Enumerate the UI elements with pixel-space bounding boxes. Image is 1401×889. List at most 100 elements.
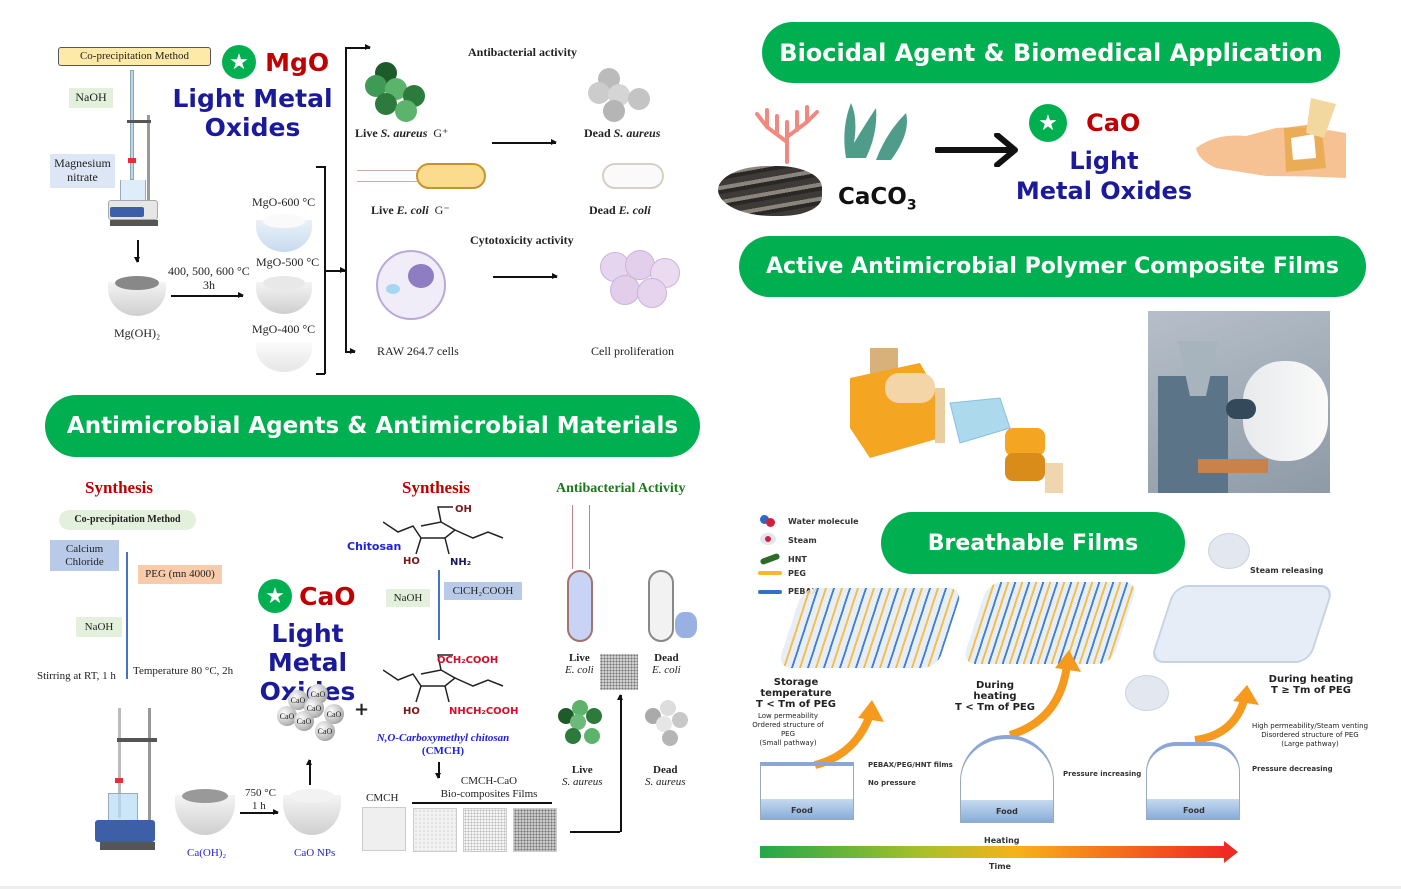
cmch-arrow xyxy=(435,762,441,779)
legend-steam: Steam xyxy=(788,536,817,545)
mgo-oxide-name: MgO xyxy=(265,47,330,77)
dead-saureus-label-2: Dead S. aureus xyxy=(645,764,686,789)
calc-line2: 1 h xyxy=(252,800,266,812)
process-line xyxy=(126,552,128,679)
oh-label: OH xyxy=(455,504,472,515)
feed-line-h xyxy=(570,831,620,833)
mgo-product-500: MgO-500 °C xyxy=(256,255,320,269)
antimicrobial-banner: Antimicrobial Agents & Antimicrobial Mat… xyxy=(45,395,700,457)
heating-label: Heating xyxy=(984,836,1020,845)
bracket-line xyxy=(324,166,326,374)
chitosan-process-line xyxy=(438,570,440,640)
live-ecoli-icon xyxy=(567,570,593,642)
film-cmch-label: CMCH xyxy=(366,792,399,804)
mgo-400-bowl-icon xyxy=(256,342,312,372)
steam-cloud-icon xyxy=(1208,533,1250,569)
dead-ecoli-icon xyxy=(602,163,664,189)
synthesis-heading-1: Synthesis xyxy=(85,478,154,497)
cell-arrow xyxy=(493,273,558,279)
peg-icon xyxy=(758,571,782,575)
stage3-notes: High permeability/Steam venting Disorder… xyxy=(1251,722,1369,749)
legend-peg: PEG xyxy=(788,569,806,578)
cao-nps-bowl-icon xyxy=(283,789,341,835)
hnt-icon xyxy=(759,552,781,566)
mgo-title-line1: Light Metal xyxy=(172,84,333,113)
coral-icon xyxy=(752,102,822,164)
mgo-cells-label: RAW 264.7 cells xyxy=(377,344,459,358)
och2cooh-label: OCH₂COOH xyxy=(437,655,499,666)
mgo-live-saureus-label: Live S. aureus G⁺ xyxy=(355,126,449,140)
film-sample-center xyxy=(600,654,638,690)
film-sample-1 xyxy=(413,808,457,852)
mgo-intermediate-label: Mg(OH)₂ xyxy=(114,326,161,340)
stage2-title: During heating T < Tm of PEG xyxy=(955,680,1035,713)
time-label: Time xyxy=(989,862,1011,871)
chitosan-structure-icon: OH xyxy=(382,502,513,568)
bottom-border xyxy=(0,886,1401,889)
seaweed-icon xyxy=(836,98,916,162)
mgo-product-400: MgO-400 °C xyxy=(252,322,316,336)
stage1-title: Storage temperature T < Tm of PEG xyxy=(756,677,836,710)
cao-nps-label: CaO NPs xyxy=(294,847,336,859)
mgo-title: Light Metal Oxides xyxy=(170,84,335,143)
extruder-machine-icon xyxy=(840,318,1080,498)
films-banner: Active Antimicrobial Polymer Composite F… xyxy=(739,236,1366,297)
mgo-oxide-heading: ★ MgO xyxy=(222,45,329,79)
feed-line-v xyxy=(617,694,623,832)
mgo-naoh-label: NaOH xyxy=(69,88,113,108)
raw-cell-icon xyxy=(376,250,446,320)
pressure-decreasing-label: Pressure decreasing xyxy=(1252,765,1333,773)
wound-dressing-hand-icon xyxy=(1196,98,1348,194)
film-range-arrow xyxy=(412,802,552,804)
arrow-head-icon xyxy=(1224,841,1238,863)
mgo-title-line2: Oxides xyxy=(204,112,301,142)
bracket-bottom xyxy=(316,373,325,375)
live-saureus-label-2: Live S. aureus xyxy=(562,764,603,789)
film-plate-ordered xyxy=(777,588,963,668)
right-arrow xyxy=(171,292,244,298)
dead-ecoli-label-2: Dead E. coli xyxy=(652,652,681,677)
cmch-label: N,O-Carboxymethyl chitosan (CMCH) xyxy=(376,732,510,758)
cao-method-label: Co-precipitation Method xyxy=(59,510,196,530)
dead-ecoli-icon xyxy=(648,570,674,642)
cmch-structure-icon xyxy=(382,650,513,716)
star-icon: ★ xyxy=(222,45,256,79)
no-pressure-label: No pressure xyxy=(868,779,916,787)
synthesis-heading-2: Synthesis xyxy=(402,478,471,497)
film-plate-disordered xyxy=(1149,585,1335,663)
cao-oxide-heading-biocidal: ★ CaO xyxy=(1029,104,1140,142)
film-roll-machine-icon xyxy=(1148,311,1330,493)
ho-label: HO xyxy=(403,556,420,567)
activity-heading: Antibacterial Activity xyxy=(556,481,686,496)
cao-oxide-heading: ★ CaO xyxy=(258,579,356,613)
biocidal-title: Light Metal Oxides xyxy=(1015,147,1193,205)
biocidal-banner: Biocidal Agent & Biomedical Application xyxy=(762,22,1340,83)
cao-title: Light Metal Oxides xyxy=(260,619,356,705)
pressure-increasing-label: Pressure increasing xyxy=(1063,770,1142,778)
caoh2-label: Ca(OH)₂ xyxy=(187,847,227,859)
branch-line xyxy=(345,47,347,352)
calc-line1: 750 °C xyxy=(245,787,276,799)
caco3-label: CaCO3 xyxy=(838,184,917,214)
caoh2-bowl-icon xyxy=(175,789,235,835)
orange-arrow-icon xyxy=(1190,685,1270,749)
calc-arrow xyxy=(240,809,279,815)
live-ecoli-label-2: Live E. coli xyxy=(565,652,594,677)
mgoh2-bowl-icon xyxy=(108,276,166,316)
branch-bottom-arrow xyxy=(345,348,356,354)
nh2-label: NH₂ xyxy=(450,557,472,568)
steam-icon xyxy=(760,533,776,545)
mgo-live-ecoli-label: Live E. coli G⁻ xyxy=(371,203,450,217)
bracket-arrow xyxy=(325,267,346,273)
chitosan-label: Chitosan xyxy=(347,540,402,553)
mgo-dead-ecoli-label: Dead E. coli xyxy=(589,203,651,217)
steam-releasing-label: Steam releasing xyxy=(1250,566,1324,575)
legend-water: Water molecule xyxy=(788,517,859,526)
legend-hnt: HNT xyxy=(788,555,807,564)
mgo-method-label: Co-precipitation Method xyxy=(58,47,211,66)
container-stage3: Food xyxy=(1146,742,1240,820)
plus-sign: + xyxy=(354,699,370,720)
pebax-icon xyxy=(758,590,782,594)
leakage-icon xyxy=(675,612,697,638)
mgo-conditions-line2: 3h xyxy=(203,278,215,292)
